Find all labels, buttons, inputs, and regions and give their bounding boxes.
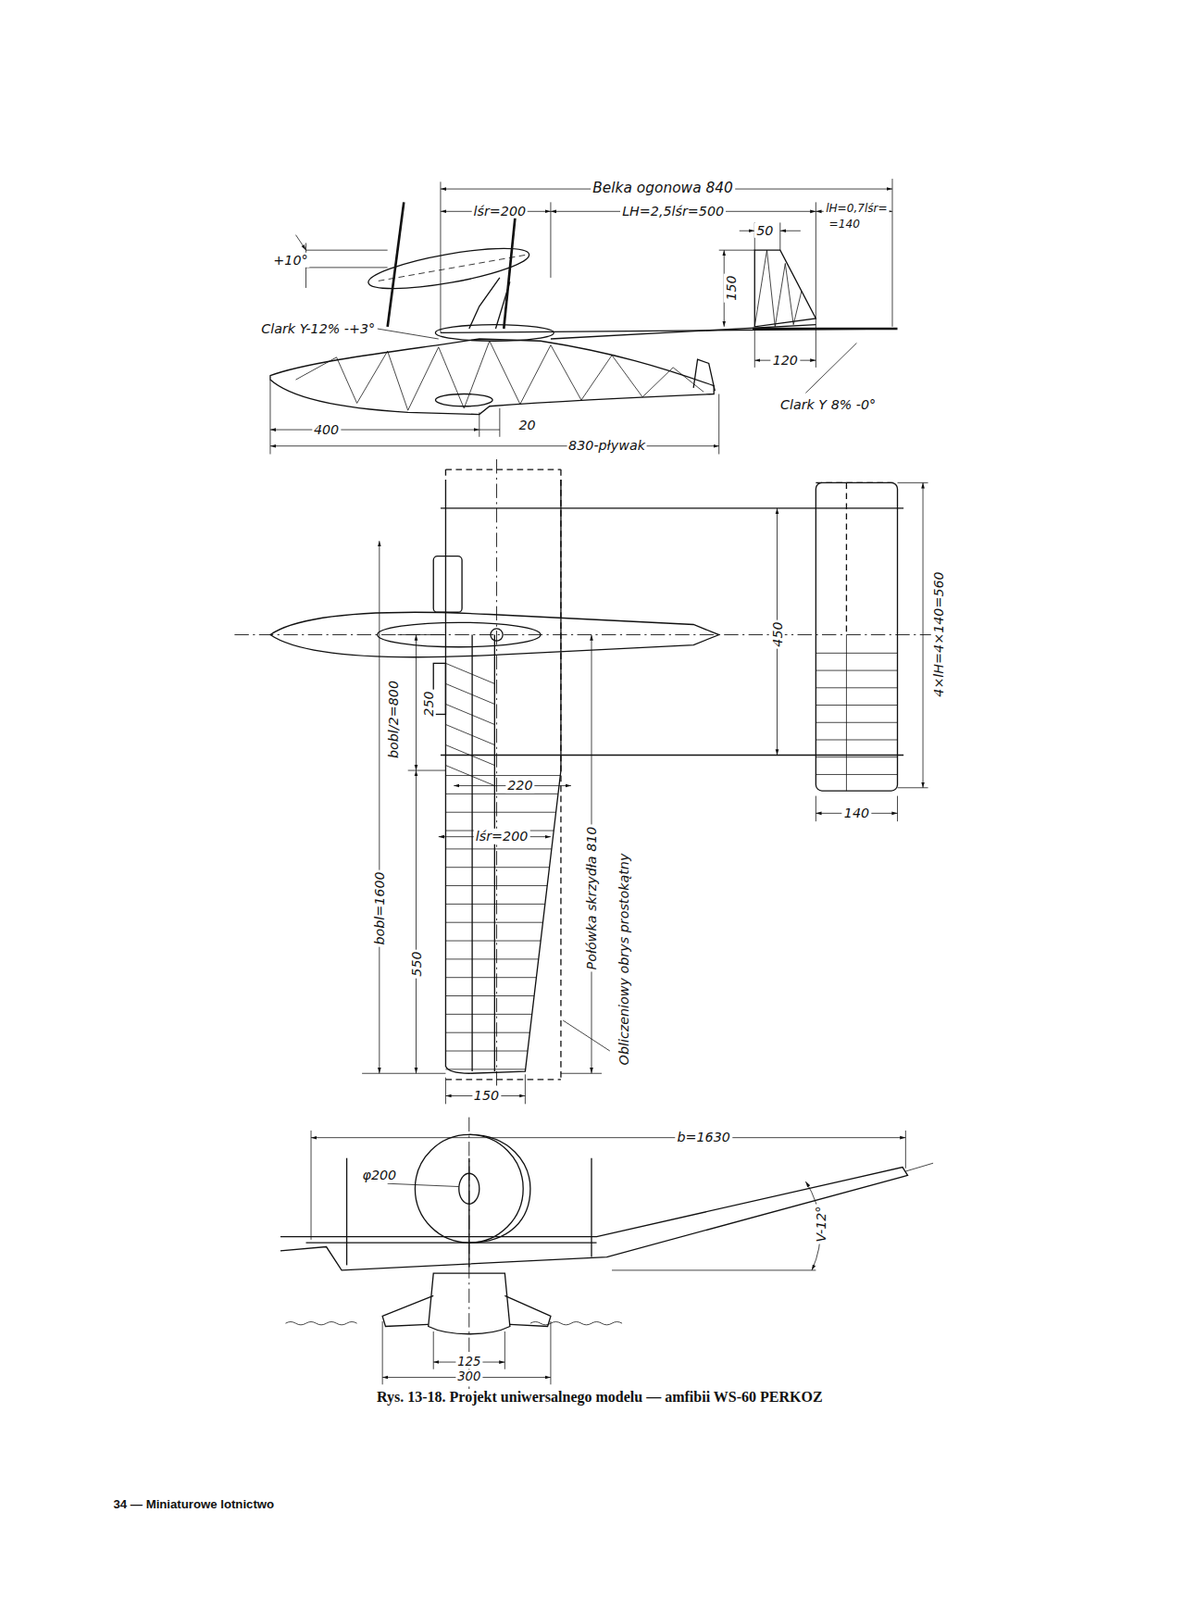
tail-rib [815, 652, 897, 654]
wing-rib [445, 958, 538, 959]
plan-view [234, 459, 944, 1104]
wing-rib [445, 866, 549, 868]
dimension-label: lśr=200 [472, 203, 529, 219]
page-footer: 34 — Miniaturowe lotnictwo [111, 1496, 276, 1511]
dimension-label: Belka ogonowa 840 [590, 180, 735, 198]
wing-rib [445, 976, 536, 978]
figure-caption: Rys. 13-18. Projekt uniwersalnego modelu… [376, 1388, 823, 1406]
dimension-label: b=1630 [674, 1129, 732, 1145]
wing-rib [445, 1032, 530, 1034]
wing-rib [445, 793, 558, 795]
wing-rib [445, 1050, 528, 1052]
dimension-label: 830-pływak [566, 437, 648, 453]
wing-rib [445, 940, 541, 942]
tail-edge [846, 482, 847, 635]
wing-brace [445, 745, 495, 766]
dimension-label: 550 [408, 948, 424, 978]
wing-rib [445, 884, 548, 886]
tail-rib [815, 773, 897, 775]
dimension-label: V-12° [813, 1204, 829, 1245]
dimension-label: LH=2,5lśr=500 [620, 203, 726, 219]
tail-spar [846, 635, 847, 792]
tail-rib [815, 756, 897, 758]
dimension-label: 4×lH=4×140=560 [930, 570, 946, 699]
wing-rib [445, 995, 535, 997]
wing-rib [445, 1068, 525, 1070]
side-view [270, 178, 898, 454]
tail-rib [815, 738, 897, 740]
dimension-label: φ200 [360, 1167, 399, 1183]
dimension-label: =140 [827, 219, 862, 233]
dimension-label: Clark Y-12% -+3° [259, 321, 377, 337]
dimension-label: 300 [455, 1369, 483, 1384]
tail-rib [815, 670, 897, 672]
dimension-label: lH=0,7lśr= [823, 202, 890, 216]
dimension-label: Obliczeniowy obrys prostokątny [616, 850, 632, 1067]
dimension-label: 120 [771, 352, 800, 368]
wing-rib [445, 811, 556, 813]
dimension-label: bobl/2=800 [386, 678, 401, 760]
dimension-label: 250 [421, 689, 436, 719]
tail-rib [815, 686, 897, 688]
dimension-label: 140 [842, 805, 872, 821]
dimension-label: lśr=200 [473, 828, 531, 844]
tail-rib [815, 722, 897, 723]
wing-rib [445, 774, 561, 776]
dimension-label: Clark Y 8% -0° [778, 397, 878, 412]
wing-rib [445, 847, 551, 849]
wing-rib [445, 903, 545, 905]
wing-brace [445, 662, 495, 684]
dimension-label: 400 [311, 422, 341, 437]
dimension-label: 20 [516, 417, 537, 433]
wing-brace [445, 683, 495, 704]
wing-brace [445, 765, 495, 786]
dimension-label: 50 [754, 223, 775, 238]
dimension-label: 125 [455, 1354, 483, 1369]
wing-rib [445, 921, 543, 923]
dimension-label: bobl=1600 [372, 869, 387, 947]
dimension-label: Połówka skrzydła 810 [584, 823, 599, 972]
dimension-label: 450 [769, 620, 785, 649]
tail-rib [815, 704, 897, 706]
wing-brace [445, 703, 495, 724]
dimension-label: 150 [723, 273, 739, 302]
front-view [280, 1117, 934, 1393]
dimension-label: +10° [271, 252, 310, 268]
wing-brace [445, 723, 495, 745]
dimension-label: 150 [472, 1087, 501, 1103]
dimension-label: 220 [505, 777, 535, 793]
wing-rib [445, 1013, 532, 1015]
